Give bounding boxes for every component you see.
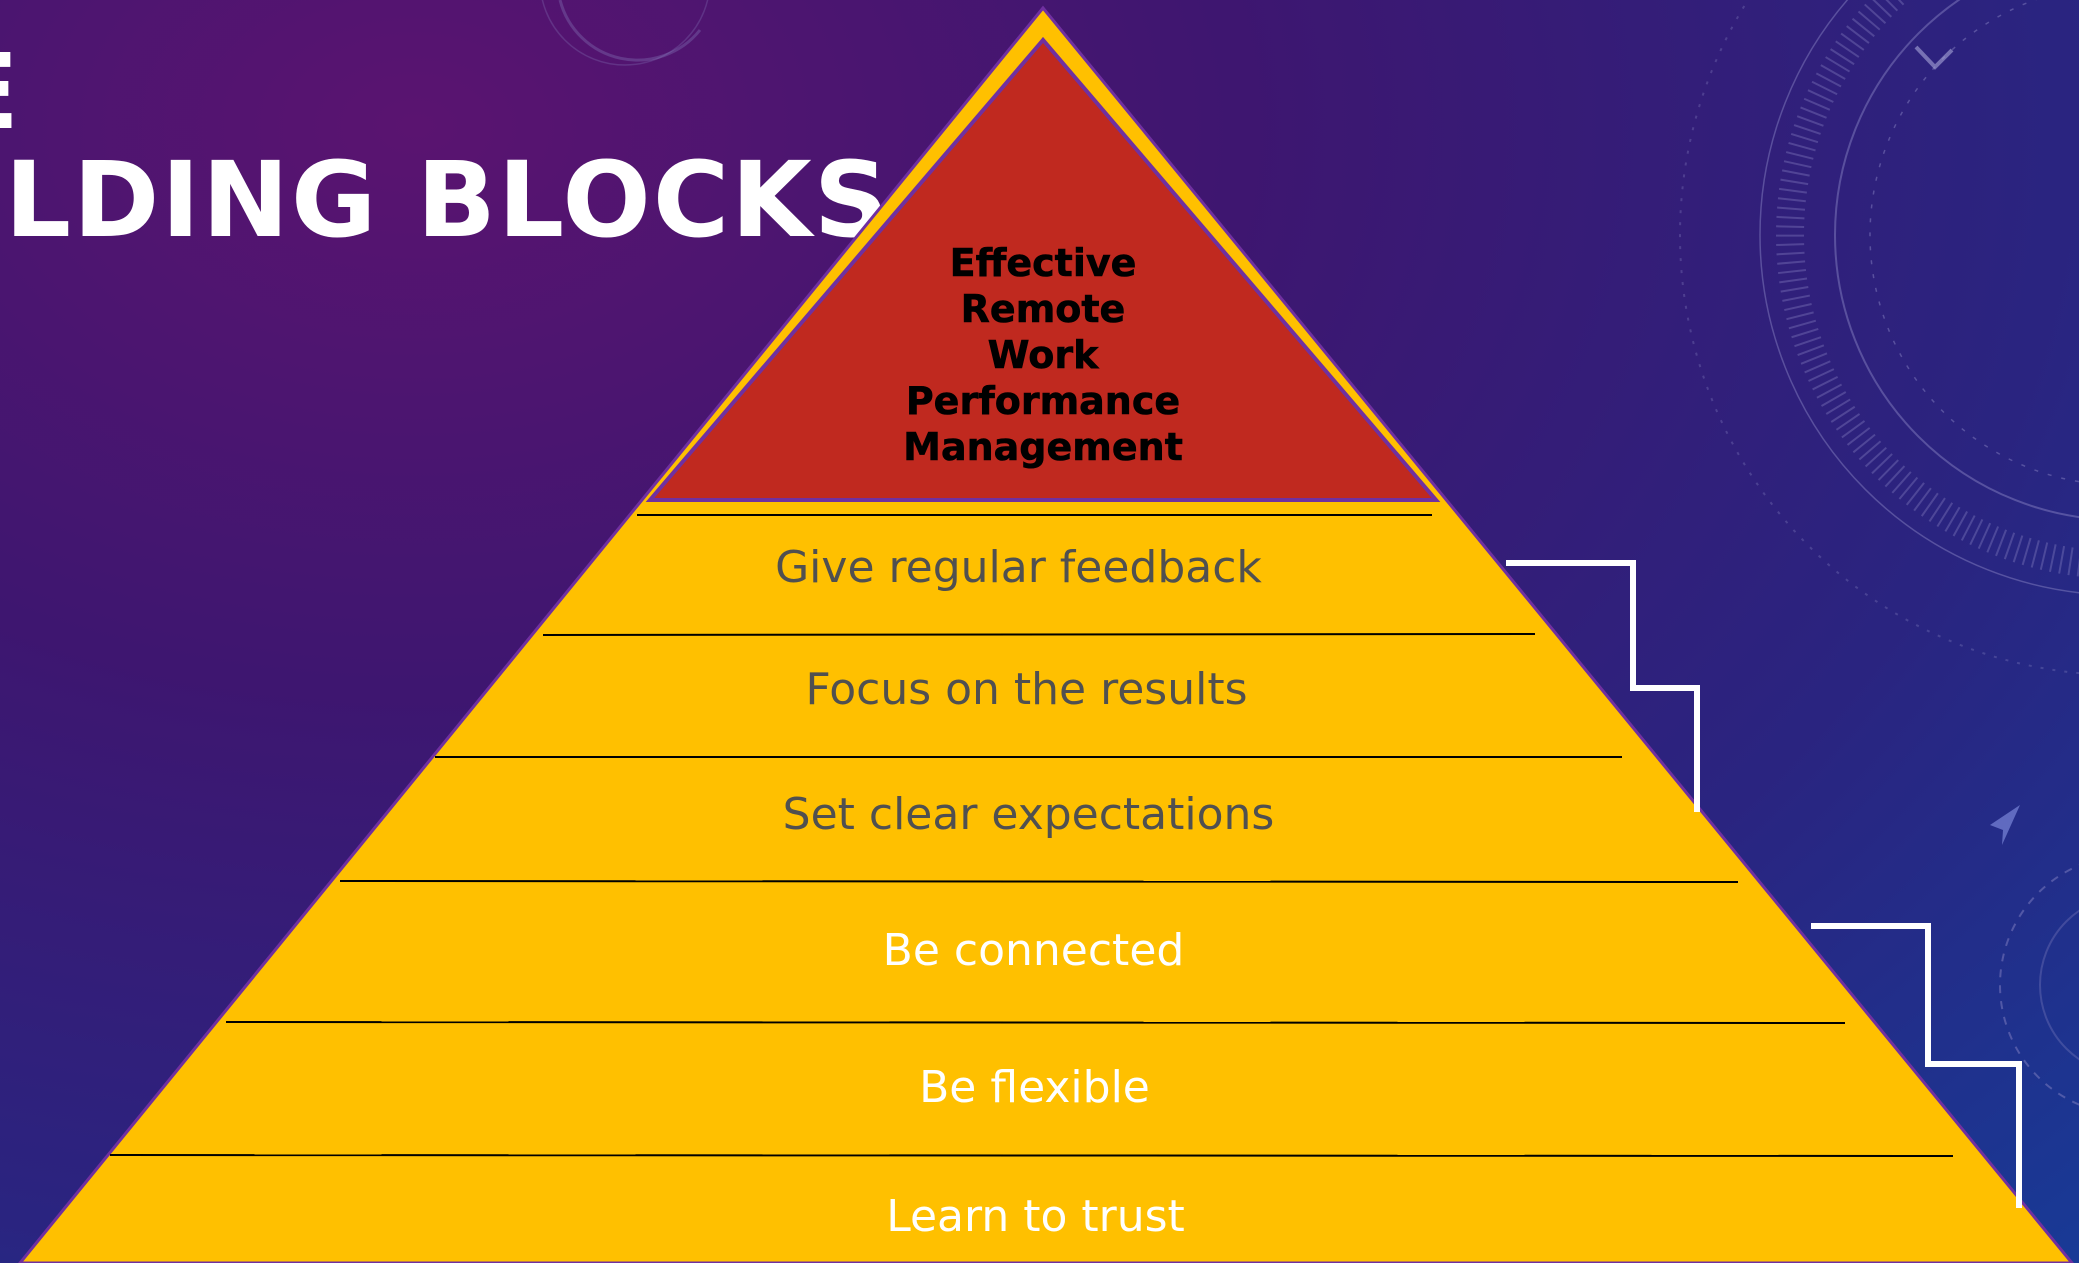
tier-divider [542, 633, 1536, 636]
tier-label-give-regular-feedback: Give regular feedback [775, 542, 1262, 593]
pyramid-body [18, 5, 2074, 1263]
apex-label-line: Remote [960, 287, 1126, 332]
tier-label-be-connected: Be connected [882, 925, 1185, 976]
tier-label-learn-to-trust: Learn to trust [886, 1191, 1185, 1242]
tier-label-set-clear-expectations: Set clear expectations [782, 789, 1275, 840]
upper-step-line [1506, 560, 1700, 812]
slide-title-line-1: E [0, 40, 21, 144]
tier-divider [225, 1021, 1846, 1024]
apex-label: Effective Remote Work Performance Manage… [843, 240, 1243, 470]
tier-label-be-flexible: Be flexible [919, 1062, 1150, 1113]
tier-label-focus-on-the-results: Focus on the results [805, 664, 1248, 715]
lower-step-line [1811, 923, 2022, 1208]
dial-decoration [541, 0, 2079, 1106]
step-lines [1506, 560, 2022, 1208]
apex-label-line: Management [903, 425, 1183, 470]
pyramid-apex [645, 36, 1441, 502]
compass-arrow-icon [1990, 805, 2020, 845]
tier-divider [339, 880, 1739, 883]
slide-title-line-2: ILDING BLOCKS [0, 139, 891, 261]
apex-label-line: Performance [905, 379, 1181, 424]
apex-label-line: Effective [949, 241, 1137, 286]
apex-label-line: Work [987, 333, 1099, 378]
arrow-icon [1914, 45, 1954, 70]
tier-divider [109, 1154, 1954, 1157]
tier-dividers [109, 514, 1954, 1157]
